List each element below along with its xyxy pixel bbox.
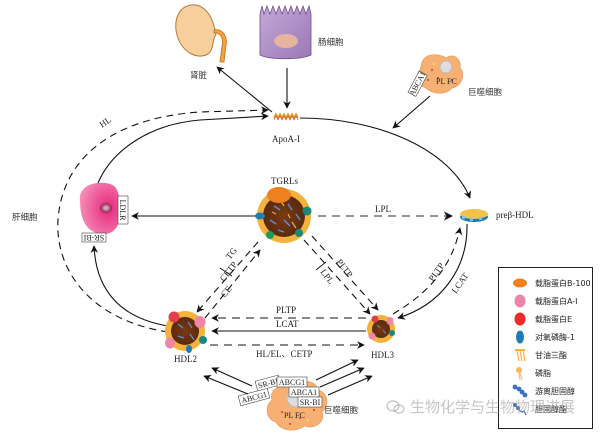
legend-item: 游离胆固醇	[499, 382, 594, 400]
lpl-right-label: LPL	[318, 267, 336, 286]
pltp-prebeta-label: PLTP	[426, 261, 446, 283]
svg-text:SR-BI: SR-BI	[300, 398, 321, 407]
arrow-hdl2-to-tgrls	[204, 249, 261, 319]
macrophage-bottom-label: 巨噬细胞	[324, 405, 359, 416]
arrow-apoa1-to-prebeta-hdl	[299, 117, 471, 199]
svg-text:ABCA1: ABCA1	[291, 388, 317, 397]
arrow-efflux-to-hdl2-b	[203, 375, 249, 395]
legend-item: 载脂蛋白B-100	[499, 274, 594, 292]
prebeta-hdl-disc-icon	[460, 209, 488, 222]
srbi-badge-right: SR-BI	[297, 396, 323, 408]
macrophage-bottom-lipids: PL FC	[284, 411, 305, 420]
legend-item: 载脂蛋白A-I	[499, 292, 594, 310]
arrow-tgrls-to-hdl3-a	[303, 239, 371, 315]
tgrls-particle-icon	[255, 187, 312, 243]
apoe-icon	[509, 311, 531, 327]
lpl-top-label: LPL	[375, 204, 391, 214]
legend-item: 胆固醇酯	[499, 400, 594, 418]
macrophage-top-icon	[416, 54, 464, 94]
cholesteryl-ester-icon	[509, 401, 531, 417]
arrow-hl-dashed	[57, 106, 269, 333]
intestinal-cell-label: 肠细胞	[318, 37, 344, 48]
apoa1-helix-icon	[273, 112, 299, 121]
watermark-text: 生物化学与生物物理进展	[410, 398, 576, 416]
watermark: 生物化学与生物物理进展	[386, 396, 575, 417]
arrow-prebeta-to-hdl3-lcat	[397, 223, 468, 320]
free-cholesterol-icon	[509, 383, 531, 399]
kidney-label: 肾脏	[190, 70, 208, 81]
abcg1-badge-left: ABCG1	[237, 387, 271, 407]
triglyceride-icon	[509, 347, 531, 363]
legend-item: 甘油三酯	[499, 346, 594, 364]
macrophage-top-lipids: PL FC	[436, 77, 457, 86]
wechat-icon	[386, 399, 405, 414]
arrow-apoa1-to-kidney	[216, 66, 273, 113]
lcat-mid-label: LCAT	[276, 319, 299, 329]
macrophage-top-label: 巨噬细胞	[468, 87, 503, 98]
legend-item: 对氧磷酶-1	[499, 328, 594, 346]
apob100-icon	[509, 275, 531, 291]
arrow-efflux-to-hdl3-c	[327, 375, 373, 396]
prebeta-hdl-label: preβ-HDL	[496, 210, 534, 220]
srbi-liver-badge: SR-BI	[81, 232, 107, 243]
legend-item: 磷脂	[499, 364, 594, 382]
kidney-icon	[175, 4, 227, 63]
apoa1-icon	[509, 293, 531, 309]
svg-text:SR-BI: SR-BI	[83, 233, 104, 242]
intestinal-cell-icon	[259, 4, 312, 60]
hepatocyte-icon	[79, 182, 121, 234]
pltp-right-label: PLTP	[334, 257, 354, 279]
pltp-mid-label: PLTP	[276, 305, 296, 315]
legend-item: 载脂蛋白E	[499, 310, 594, 328]
tgrls-label: TGRLs	[271, 176, 298, 186]
hdl2-particle-icon	[165, 311, 207, 353]
hdl3-particle-icon	[367, 315, 395, 343]
arrow-hdl3-to-prebeta-pltp	[392, 227, 463, 315]
arrow-hdl2-to-srbi	[90, 245, 169, 327]
ldlr-badge: LDLR	[117, 195, 129, 225]
cetp-tick	[219, 267, 233, 277]
legend: 载脂蛋白B-100 载脂蛋白A-I 载脂蛋白E 对氧磷酶-1 甘油三酯 磷脂 游…	[498, 267, 593, 429]
arrow-macrophage-to-prebeta	[392, 95, 431, 129]
hl-el-cetp-label: HL/EL、CETP	[256, 349, 313, 359]
abca1-badge-bottom: ABCA1	[288, 386, 320, 398]
ce-label: CE	[219, 284, 234, 300]
phospholipid-icon	[509, 365, 531, 381]
lpl-tick	[315, 261, 327, 271]
arrow-efflux-to-hdl2-a	[211, 367, 253, 387]
hepatocyte-label: 肝细胞	[12, 212, 38, 223]
arrow-tgrls-to-hdl3-b	[311, 235, 379, 311]
hl-label: HL	[97, 115, 113, 130]
svg-text:ABCG1: ABCG1	[279, 378, 305, 387]
lcat-prebeta-label: LCAT	[449, 271, 470, 296]
arrow-hepatocyte-to-apoa1	[97, 112, 269, 184]
arrow-efflux-to-hdl3-b	[319, 367, 365, 388]
abcg1-badge-top: ABCG1	[276, 376, 308, 388]
tg-label: TG	[224, 245, 240, 261]
arrow-tgrls-to-hdl2	[196, 241, 259, 313]
apoa1-label: ApoA-I	[272, 134, 300, 144]
pon1-icon	[509, 329, 531, 345]
arrow-efflux-to-hdl3-a	[315, 359, 359, 381]
hdl2-label: HDL2	[174, 354, 197, 364]
hdl3-label: HDL3	[371, 350, 394, 360]
svg-text:LDLR: LDLR	[118, 200, 127, 222]
